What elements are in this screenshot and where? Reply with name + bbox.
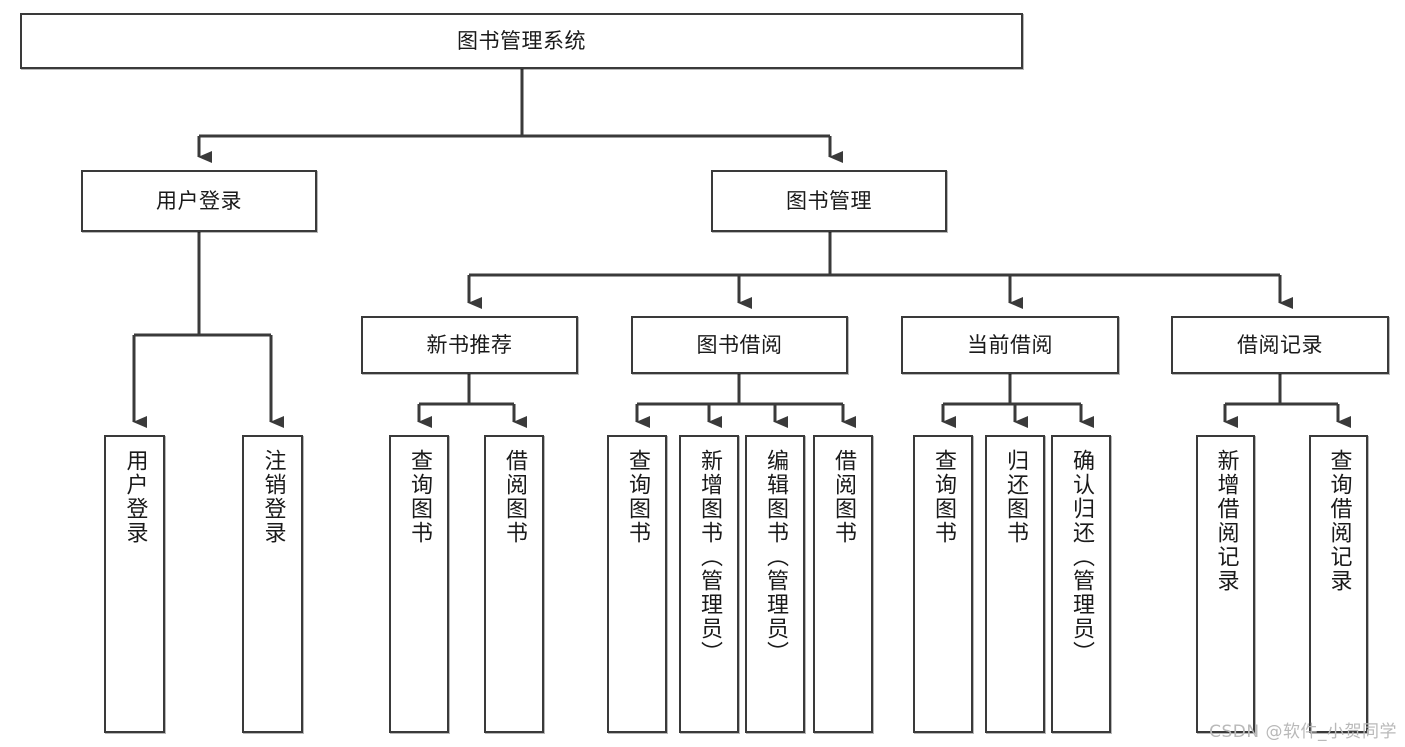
node-leaf-query-book-2[interactable]: 查询图书 <box>607 435 667 733</box>
node-label: 新书推荐 <box>426 332 513 357</box>
node-label: 查询图书 <box>931 449 956 545</box>
node-leaf-return-book[interactable]: 归还图书 <box>985 435 1045 733</box>
node-leaf-confirm-return[interactable]: 确认归还（管理员） <box>1051 435 1111 733</box>
node-book-manage[interactable]: 图书管理 <box>711 170 947 232</box>
node-label: 查询图书 <box>407 449 432 545</box>
node-book-borrow[interactable]: 图书借阅 <box>631 316 848 374</box>
node-label: 注销登录 <box>260 449 286 545</box>
node-leaf-query-book-3[interactable]: 查询图书 <box>913 435 973 733</box>
node-leaf-add-record[interactable]: 新增借阅记录 <box>1196 435 1255 733</box>
node-label: 用户登录 <box>156 188 242 213</box>
node-current-borrow[interactable]: 当前借阅 <box>901 316 1119 374</box>
node-leaf-logout[interactable]: 注销登录 <box>242 435 303 733</box>
node-label: 编辑图书（管理员） <box>763 449 788 665</box>
node-new-book-rec[interactable]: 新书推荐 <box>361 316 578 374</box>
node-label: 用户登录 <box>122 449 148 545</box>
node-label: 借阅记录 <box>1237 332 1323 357</box>
node-user-login[interactable]: 用户登录 <box>81 170 317 232</box>
node-leaf-borrow-book-1[interactable]: 借阅图书 <box>484 435 544 733</box>
node-label: 归还图书 <box>1003 449 1028 545</box>
node-leaf-borrow-book-2[interactable]: 借阅图书 <box>813 435 873 733</box>
node-label: 借阅图书 <box>502 449 527 545</box>
node-leaf-add-book[interactable]: 新增图书（管理员） <box>679 435 739 733</box>
node-label: 新增图书（管理员） <box>697 449 722 665</box>
node-label: 图书借阅 <box>696 332 783 357</box>
node-label: 图书管理系统 <box>457 28 586 53</box>
node-borrow-record[interactable]: 借阅记录 <box>1171 316 1389 374</box>
node-label: 借阅图书 <box>831 449 856 545</box>
node-root[interactable]: 图书管理系统 <box>20 13 1023 69</box>
node-label: 确认归还（管理员） <box>1069 449 1094 665</box>
node-label: 图书管理 <box>786 188 872 213</box>
node-label: 新增借阅记录 <box>1213 449 1239 593</box>
watermark: CSDN @软件_小贺同学 <box>1209 722 1397 742</box>
node-leaf-query-book-1[interactable]: 查询图书 <box>389 435 449 733</box>
node-leaf-query-record[interactable]: 查询借阅记录 <box>1309 435 1368 733</box>
node-label: 当前借阅 <box>967 332 1053 357</box>
node-leaf-edit-book[interactable]: 编辑图书（管理员） <box>745 435 805 733</box>
node-leaf-user-login[interactable]: 用户登录 <box>104 435 165 733</box>
node-label: 查询借阅记录 <box>1326 449 1352 593</box>
node-label: 查询图书 <box>625 449 650 545</box>
